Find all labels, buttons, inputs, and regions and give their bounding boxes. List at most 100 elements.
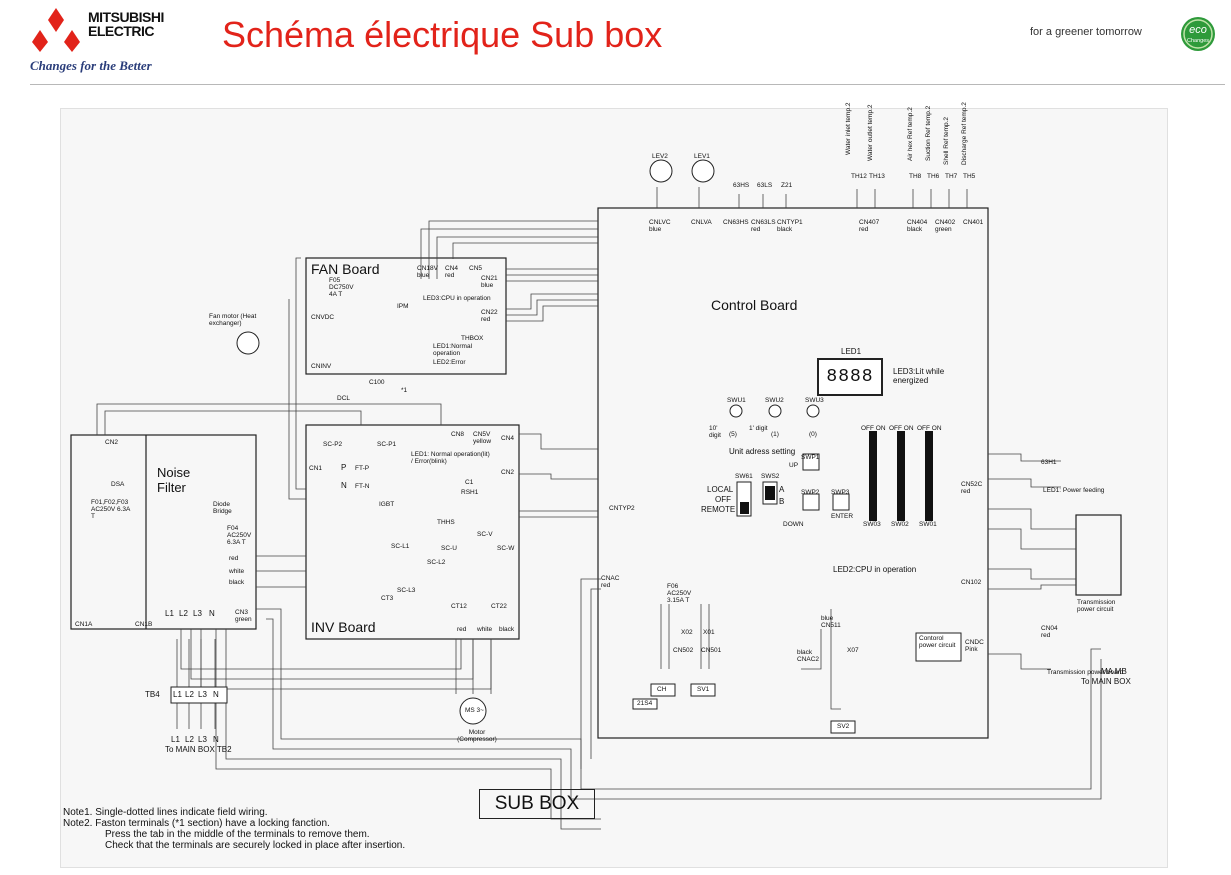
digit-10-value: (5) <box>729 431 737 438</box>
ch-label: CH <box>657 686 667 693</box>
ct12-label: CT12 <box>451 603 467 610</box>
lev1-label: LEV1 <box>694 153 710 160</box>
sv1-label: SV1 <box>697 686 710 693</box>
f05-label: F05 DC750V 4A T <box>329 277 354 298</box>
f06-label: F06 AC250V 3.15A T <box>667 583 692 604</box>
cn401-label: CN401 <box>963 219 984 226</box>
sw02-off-on: OFF ON <box>889 425 914 432</box>
remote-label: REMOTE <box>701 505 736 514</box>
to-main-box-label: To MAIN BOX <box>1081 677 1131 686</box>
inv-black-label: black <box>499 626 515 633</box>
fan-board-outline <box>305 257 507 375</box>
igbt-label: IGBT <box>379 501 395 508</box>
tb4-label: TB4 <box>145 690 160 699</box>
page-title: Schéma électrique Sub box <box>222 14 663 55</box>
tagline: for a greener tomorrow <box>1030 26 1142 38</box>
sc-p2-label: SC-P2 <box>323 441 343 448</box>
a-label: A <box>779 485 785 494</box>
ct22-label: CT22 <box>491 603 507 610</box>
cn63ls-label: CN63LS red <box>751 219 776 233</box>
c1-label: C1 <box>465 479 474 486</box>
c100-label: C100 <box>369 379 385 386</box>
ipm-label: IPM <box>397 303 409 310</box>
th8-desc: Air hex Ref temp.2 <box>907 107 914 161</box>
digit-1-value: (1) <box>771 431 779 438</box>
wiring-lines <box>70 159 1122 830</box>
th8-label: TH8 <box>909 173 922 180</box>
led1-label: LED1 <box>841 347 862 356</box>
led3-label: LED3:Lit while energized <box>893 367 945 385</box>
th5-desc: Discharge Ref temp.2 <box>961 102 968 165</box>
sc-l3-label: SC-L3 <box>397 587 416 594</box>
fan-led2-label: LED2:Error <box>433 359 466 366</box>
cnlva-label: CNLVA <box>691 219 712 226</box>
p-terminal-label: P <box>341 463 347 472</box>
swu1-label: SWU1 <box>727 397 746 404</box>
control-power-label: Contorol power circuit <box>919 635 956 649</box>
ma-mb-label: MA MB <box>1101 667 1127 676</box>
inv-white-label: white <box>477 626 493 633</box>
digit-10-label: 10' digit <box>709 425 721 439</box>
s21s4-label: 21S4 <box>637 700 653 707</box>
digit-1-label: 1' digit <box>749 425 768 432</box>
led1-power-label: LED1: Power feeding <box>1043 487 1105 494</box>
nf-red-label: red <box>229 555 239 562</box>
nf-n-label: N <box>209 609 215 618</box>
thhs-label: THHS <box>437 519 455 526</box>
ft-n-label: FT-N <box>355 483 370 490</box>
noise-filter-outline <box>70 434 257 630</box>
three-diamonds-icon <box>32 8 80 52</box>
sc-p1-label: SC-P1 <box>377 441 397 448</box>
inv-board-outline <box>305 424 520 640</box>
to-main-tb2-label: To MAIN BOX TB2 <box>165 745 232 754</box>
cn21-label: CN21 blue <box>481 275 498 289</box>
n-terminal-label: N <box>341 481 347 490</box>
cn1a-label: CN1A <box>75 621 93 628</box>
s63hs-label: 63HS <box>733 182 750 189</box>
up-label: UP <box>789 462 799 469</box>
cn511-label: blue CN511 <box>821 615 841 629</box>
diode-bridge-label: Diode Bridge <box>213 501 232 515</box>
control-board-title: Control Board <box>711 297 798 313</box>
cn404-label: CN404 black <box>907 219 928 233</box>
note-2: Note2. Faston terminals (*1 section) hav… <box>63 818 330 829</box>
transmission-power-board-label: Transmission power board <box>1047 669 1124 676</box>
tb4-l1: L1 <box>173 690 182 699</box>
th12-desc: Water inlet temp.2 <box>845 102 852 155</box>
rsh1-label: RSH1 <box>461 489 479 496</box>
sw01-off-on: OFF ON <box>917 425 942 432</box>
local-label: LOCAL <box>707 485 734 494</box>
s63ls-label: 63LS <box>757 182 773 189</box>
cn1-label: CN1 <box>309 465 323 472</box>
cndc-label: CNDC Pink <box>965 639 984 653</box>
led2-label: LED2:CPU in operation <box>833 565 917 574</box>
tb4-l2: L2 <box>185 690 194 699</box>
dcl-label: DCL <box>337 395 351 402</box>
cnlvc-label: CNLVC blue <box>649 219 671 233</box>
f04-label: F04 AC250V 6.3A T <box>227 525 252 546</box>
led1-display: 8888 <box>817 358 883 396</box>
notes: Note1. Single-dotted lines indicate fiel… <box>63 807 405 851</box>
lev2-motor <box>649 159 673 183</box>
inv-led1-label: LED1: Normal operation(lit) / Error(blin… <box>411 451 490 465</box>
svg-text:eco: eco <box>1189 24 1207 36</box>
eco-changes-icon: eco Changes <box>1181 17 1215 51</box>
cn52c-label: CN52C red <box>961 481 983 495</box>
sc-w-label: SC-W <box>497 545 515 552</box>
note-2-line-2: Press the tab in the middle of the termi… <box>105 829 370 840</box>
swu2-label: SWU2 <box>765 397 784 404</box>
header-divider <box>30 84 1225 85</box>
transmission-board-outline <box>1075 514 1122 596</box>
cn502-label: CN502 <box>673 647 694 654</box>
swp1-label: SWP1 <box>801 454 820 461</box>
cn4-red-label: CN4 red <box>445 265 459 279</box>
cn63hs-label: CN63HS <box>723 219 749 226</box>
x07-label: X07 <box>847 647 859 654</box>
sv2-label: SV2 <box>837 723 850 730</box>
sw03-label: SW03 <box>863 521 881 528</box>
cn2-nf-label: CN2 <box>105 439 119 446</box>
cn5v-label: CN5V yellow <box>473 431 492 445</box>
nf-white-label: white <box>229 568 245 575</box>
ct3-label: CT3 <box>381 595 394 602</box>
sws2-label: SWS2 <box>761 473 780 480</box>
